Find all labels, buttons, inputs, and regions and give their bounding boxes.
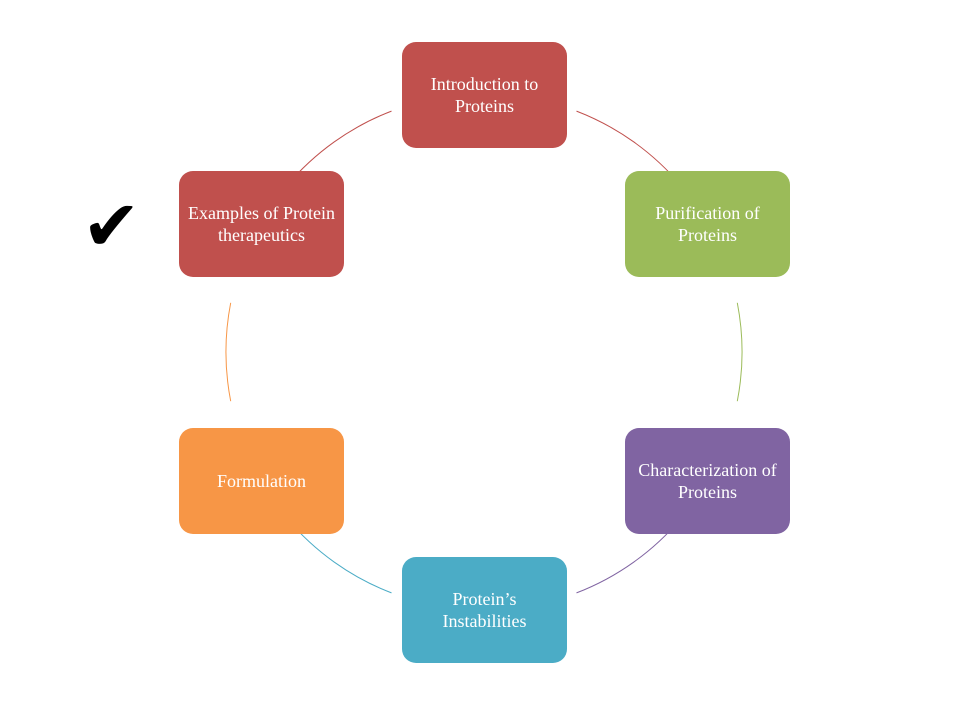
- node-label: Characterization of Proteins: [638, 460, 777, 502]
- node-label: Purification of Proteins: [655, 203, 760, 245]
- node-characterization-of-proteins: Characterization of Proteins: [625, 428, 790, 534]
- checkmark-icon: ✔: [82, 185, 141, 267]
- node-formulation: Formulation: [179, 428, 344, 534]
- node-label: Introduction to Proteins: [430, 74, 539, 116]
- arc-formulation-to-examples: [225, 302, 232, 402]
- node-label: Formulation: [217, 471, 306, 491]
- node-label: Protein’s Instabilities: [442, 589, 527, 631]
- node-purification-of-proteins: Purification of Proteins: [625, 171, 790, 277]
- node-introduction-to-proteins: Introduction to Proteins: [402, 42, 567, 148]
- arc-purification-to-characterization: [736, 302, 743, 402]
- node-label: Examples of Protein therapeutics: [188, 203, 335, 245]
- node-examples-of-protein-therapeutics: Examples of Protein therapeutics: [179, 171, 344, 277]
- node-proteins-instabilities: Protein’s Instabilities: [402, 557, 567, 663]
